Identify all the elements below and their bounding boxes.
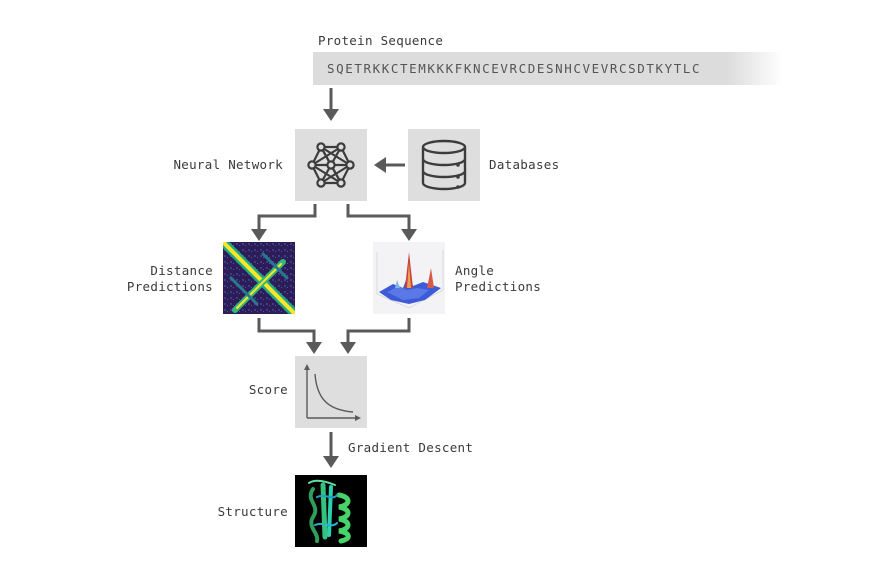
arrow-head bbox=[306, 342, 322, 354]
arrow-head bbox=[323, 456, 339, 468]
structure-label: Structure bbox=[217, 504, 288, 519]
distance-predictions-label-line2: Predictions bbox=[126, 279, 213, 294]
sequence-box bbox=[313, 52, 783, 85]
decay-curve-icon bbox=[304, 364, 361, 421]
arrow-head bbox=[401, 229, 417, 241]
angle-predictions-surface bbox=[373, 242, 445, 314]
neural-network-node bbox=[295, 129, 367, 201]
databases-label: Databases bbox=[489, 157, 560, 172]
database-icon bbox=[421, 139, 467, 191]
sequence-text: SQETRKKCTEMKKKFKNCEVRCDESNHCVEVRCSDTKYTL… bbox=[327, 61, 702, 76]
angle-predictions-label-line2: Predictions bbox=[455, 279, 542, 294]
distance-predictions-label-line1: Distance bbox=[150, 263, 213, 278]
neural-network-icon bbox=[307, 142, 355, 188]
structure-render bbox=[295, 475, 367, 547]
angle-predictions-label-line1: Angle bbox=[455, 263, 495, 278]
gradient-descent-label: Gradient Descent bbox=[348, 440, 474, 455]
neural-network-label: Neural Network bbox=[173, 157, 283, 172]
score-node bbox=[295, 356, 367, 428]
protein-sequence-label: Protein Sequence bbox=[318, 33, 444, 48]
arrow-head bbox=[374, 157, 386, 173]
databases-node bbox=[408, 129, 480, 201]
distance-predictions-map bbox=[223, 242, 295, 314]
score-label: Score bbox=[248, 382, 288, 397]
arrow-head bbox=[251, 229, 267, 241]
arrow-head bbox=[323, 109, 339, 121]
arrow-head bbox=[340, 342, 356, 354]
